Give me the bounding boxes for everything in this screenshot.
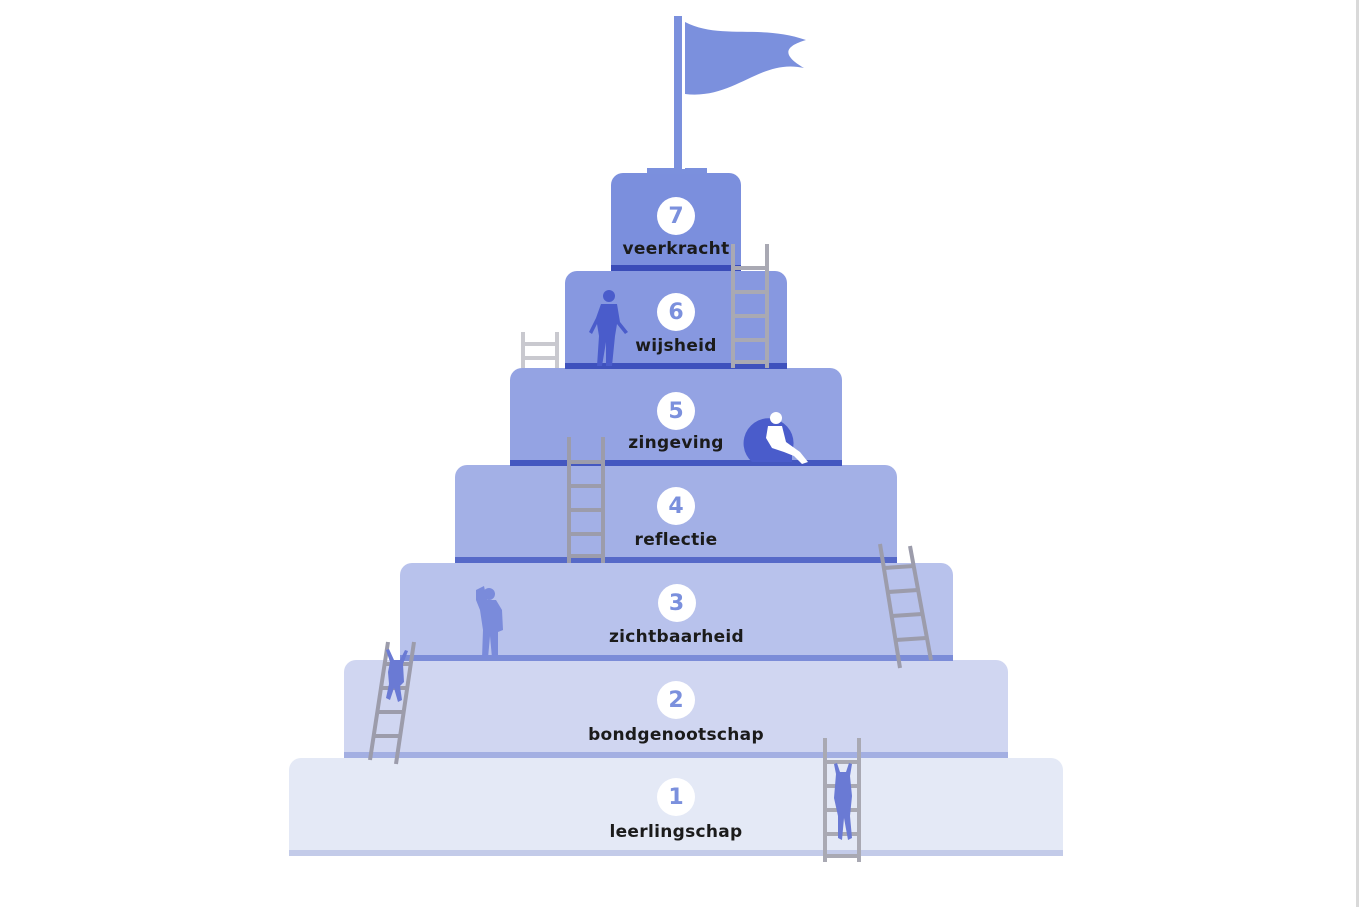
pyramid-level-4: 4 reflectie (455, 465, 897, 563)
pyramid-level-1: 1 leerlingschap (289, 758, 1063, 856)
level-2-number-badge: 2 (657, 681, 695, 719)
pyramid-level-5: 5 zingeving (510, 368, 842, 466)
level-6-band (565, 363, 787, 369)
ladder-icon (567, 437, 605, 563)
person-icon (386, 649, 408, 702)
level-2-label: bondgenootschap (588, 725, 764, 745)
pyramid-level-2: 2 bondgenootschap (344, 660, 1008, 758)
level-3-band (400, 655, 953, 661)
ladder-icon (878, 543, 933, 669)
level-3-number-badge: 3 (657, 584, 696, 622)
person-icon (476, 586, 503, 658)
level-7-label: veerkracht (622, 239, 730, 259)
level-5-label: zingeving (628, 433, 724, 453)
level-6-label: wijsheid (635, 336, 717, 356)
level-4-label: reflectie (634, 530, 718, 550)
level-4-number-badge: 4 (657, 487, 695, 525)
level-3-label: zichtbaarheid (608, 627, 745, 647)
level-5-number-badge: 5 (657, 392, 695, 430)
ladder-icon (521, 332, 559, 368)
page-edge-line (1356, 0, 1359, 907)
level-6-number-badge: 6 (657, 293, 695, 331)
person-icon (589, 290, 628, 366)
level-2-band (344, 752, 1008, 758)
level-4-band (455, 557, 897, 563)
level-1-number-badge: 1 (657, 778, 695, 816)
ladder-icon (731, 244, 769, 368)
level-1-label: leerlingschap (609, 822, 743, 842)
level-1-band (289, 850, 1063, 856)
person-icon (743, 412, 808, 464)
level-7-number-badge: 7 (657, 197, 695, 235)
person-icon (834, 763, 852, 840)
level-5-band (510, 460, 842, 466)
pyramid-level-7: 7 veerkracht (611, 173, 741, 271)
flag-icon (647, 16, 806, 174)
level-7-band (611, 265, 741, 271)
